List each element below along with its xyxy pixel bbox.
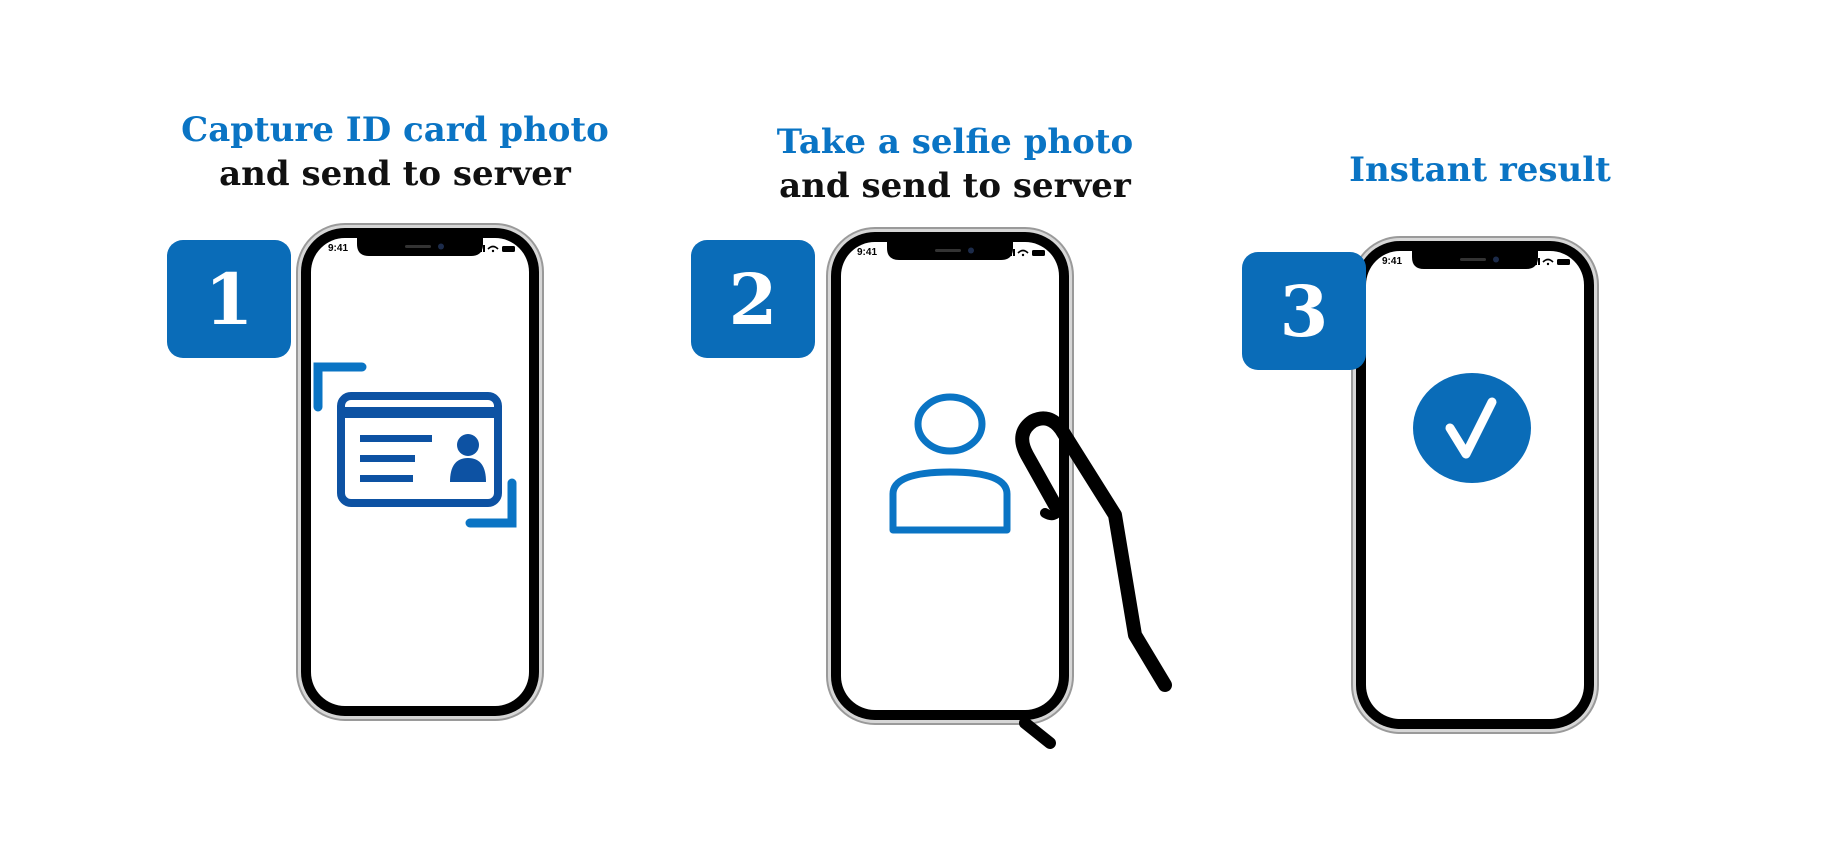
- step-2-caption-line1: Take a selfie photo: [776, 122, 1134, 162]
- hand-icon: [1015, 411, 1172, 749]
- step-2-caption-line2: and send to server: [779, 166, 1131, 206]
- step-2-caption: Take a selfie photo and send to server: [675, 120, 1235, 208]
- id-card-icon: [313, 362, 517, 528]
- checkmark-icon: [1413, 373, 1531, 483]
- step-3-caption-line1: Instant result: [1349, 150, 1611, 190]
- step-3-caption: Instant result: [1200, 148, 1760, 192]
- step-2: Take a selfie photo and send to server 9…: [675, 0, 1235, 868]
- step-1-badge: 1: [167, 240, 291, 358]
- status-time: 9:41: [1382, 256, 1403, 267]
- step-3-badge: 3: [1242, 252, 1366, 370]
- status-time: 9:41: [857, 247, 878, 258]
- step-1: Capture ID card photo and send to server…: [115, 0, 675, 868]
- step-2-badge: 2: [691, 240, 815, 358]
- step-1-caption: Capture ID card photo and send to server: [115, 108, 675, 196]
- phone-frame: [826, 227, 1074, 725]
- person-icon: [889, 393, 1011, 534]
- step-3: Instant result 9:41 3: [1200, 0, 1760, 868]
- step-1-caption-line2: and send to server: [219, 154, 571, 194]
- status-time: 9:41: [328, 243, 349, 254]
- step-1-caption-line1: Capture ID card photo: [181, 110, 609, 150]
- phone-frame: [1351, 236, 1599, 734]
- phone-frame: [296, 223, 544, 721]
